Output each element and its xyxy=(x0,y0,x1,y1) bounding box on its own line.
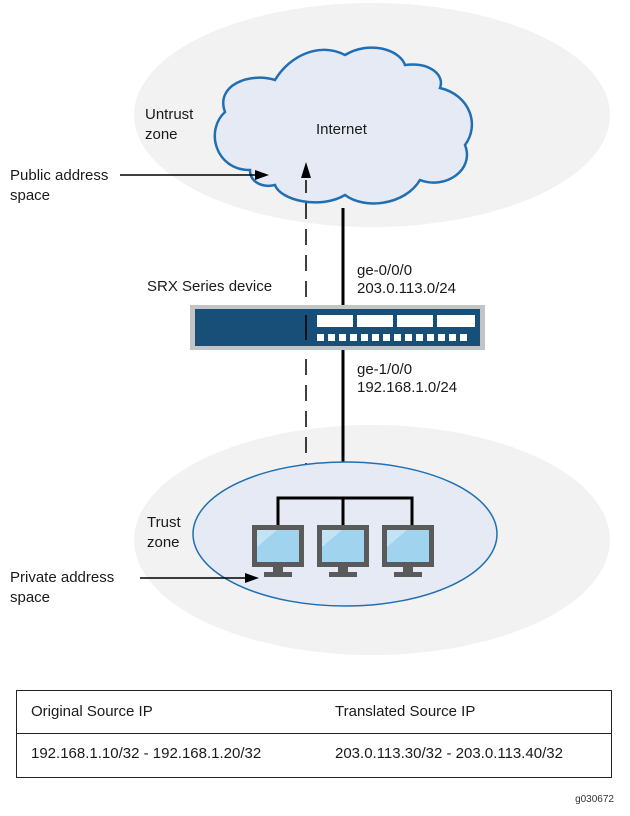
upper-subnet-label: 203.0.113.0/24 xyxy=(357,280,456,297)
host-computer-icon xyxy=(317,525,369,577)
header-translated-source-ip: Translated Source IP xyxy=(335,703,476,720)
untrust-zone-label: Untrust zone xyxy=(145,106,194,143)
device-label: SRX Series device xyxy=(147,278,273,295)
upper-interface-label: ge-0/0/0 xyxy=(357,262,413,279)
srx-device-icon xyxy=(190,305,485,350)
public-address-space-label: Public address space xyxy=(10,167,109,204)
trust-zone-label: Trust zone xyxy=(147,514,181,551)
lower-interface-label: ge-1/0/0 xyxy=(357,361,413,378)
lower-subnet-label: 192.168.1.0/24 xyxy=(357,379,458,396)
private-address-space-label: Private address space xyxy=(10,569,115,606)
host-computer-icon xyxy=(382,525,434,577)
host-computer-icon xyxy=(252,525,304,577)
figure-id: g030672 xyxy=(575,794,614,805)
translation-arrowhead-icon xyxy=(301,162,311,178)
public-arrowhead-icon xyxy=(255,170,269,180)
table-header-row: Original Source IP Translated Source IP xyxy=(17,691,611,734)
header-original-source-ip: Original Source IP xyxy=(31,703,153,720)
translated-source-ip-range: 203.0.113.30/32 - 203.0.113.40/32 xyxy=(335,745,563,762)
nat-translation-table: Original Source IP Translated Source IP … xyxy=(16,690,612,778)
table-row: 192.168.1.10/32 - 192.168.1.20/32 203.0.… xyxy=(17,733,611,777)
internet-cloud-icon xyxy=(213,46,474,205)
private-arrowhead-icon xyxy=(245,573,259,583)
lan-bus-line xyxy=(276,496,414,527)
internet-label: Internet xyxy=(316,121,367,138)
original-source-ip-range: 192.168.1.10/32 - 192.168.1.20/32 xyxy=(31,745,262,762)
